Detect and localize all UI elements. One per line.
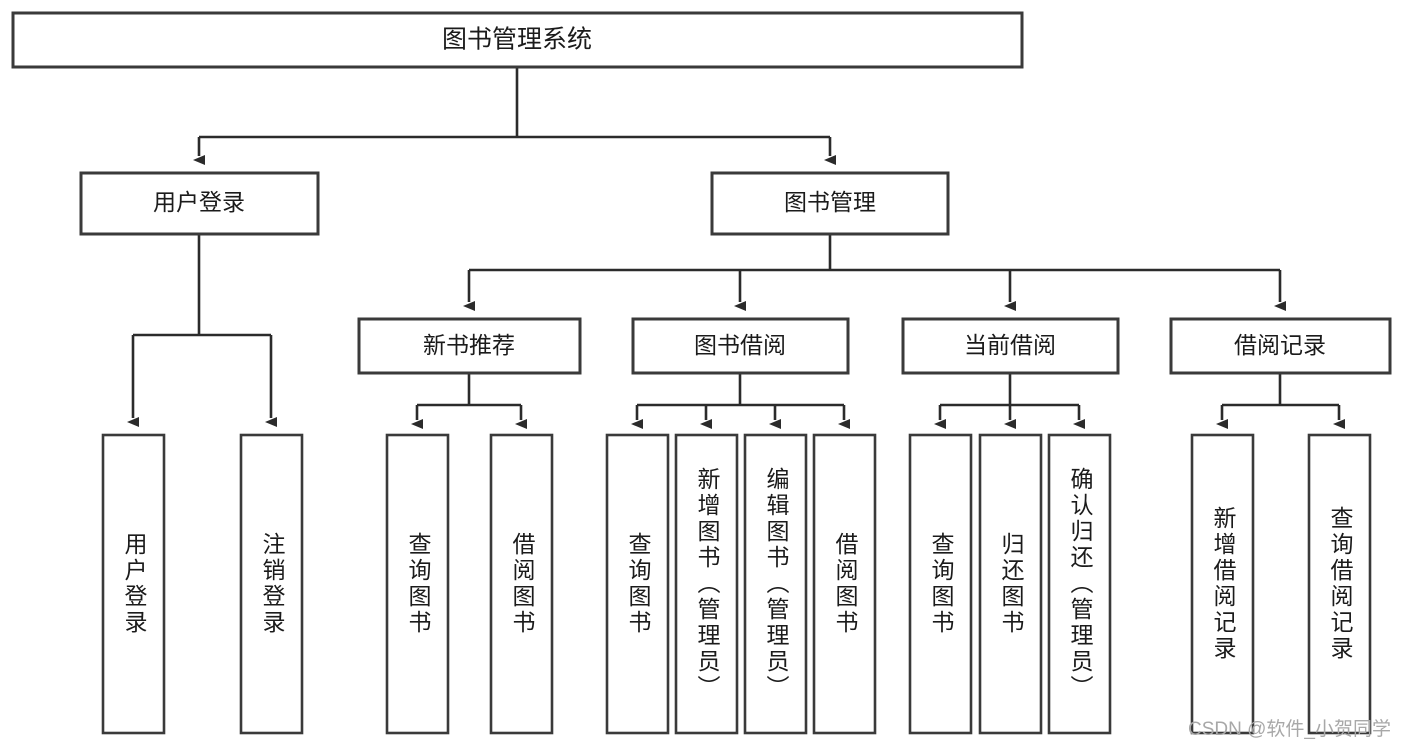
connector-group-book-borrow [631, 373, 850, 429]
connector-group-root [193, 67, 836, 165]
node-user-login-label: 用户登录 [153, 189, 245, 215]
node-borrow-record-label: 借阅记录 [1234, 332, 1326, 358]
node-leaf-return-book-box[interactable] [978, 433, 1043, 735]
csdn-watermark: CSDN @软件_小贺同学 [1188, 719, 1391, 740]
node-leaf-confirm-return-box[interactable] [1047, 433, 1112, 735]
node-current-borrow-label: 当前借阅 [964, 332, 1056, 358]
connector-group-borrow-record [1216, 373, 1345, 429]
connector-group-new-book-rec [411, 373, 527, 429]
node-leaf-add-book-box[interactable] [674, 433, 739, 735]
node-borrow-record-box[interactable] [1169, 317, 1392, 375]
node-current-borrow[interactable]: 当前借阅 [901, 317, 1120, 375]
node-root-label: 图书管理系统 [442, 26, 592, 54]
node-user-login-box[interactable] [79, 171, 320, 236]
node-root[interactable]: 图书管理系统 [11, 11, 1024, 69]
node-leaf-query-book-1-box[interactable] [385, 433, 450, 735]
node-leaf-query-book-3-box[interactable] [908, 433, 973, 735]
connector-group-user-login [127, 234, 277, 427]
connector-group-book-manage [463, 234, 1286, 311]
node-user-login[interactable]: 用户登录 [79, 171, 320, 236]
node-root-box[interactable] [11, 11, 1024, 69]
node-leaf-borrow-book-1-box[interactable] [489, 433, 554, 735]
connector-group-current-borrow [934, 373, 1085, 429]
node-leaf-query-book-2-box[interactable] [605, 433, 670, 735]
node-leaf-logout-box[interactable] [239, 433, 304, 735]
node-book-manage[interactable]: 图书管理 [710, 171, 950, 236]
node-current-borrow-box[interactable] [901, 317, 1120, 375]
node-book-manage-box[interactable] [710, 171, 950, 236]
node-borrow-record[interactable]: 借阅记录 [1169, 317, 1392, 375]
node-book-borrow[interactable]: 图书借阅 [631, 317, 850, 375]
node-book-manage-label: 图书管理 [784, 189, 876, 215]
node-leaf-user-login-box[interactable] [101, 433, 166, 735]
node-book-borrow-label: 图书借阅 [694, 332, 786, 358]
node-leaf-borrow-book-2-box[interactable] [812, 433, 877, 735]
node-leaf-query-record-box[interactable] [1307, 433, 1372, 735]
node-leaf-edit-book-box[interactable] [743, 433, 808, 735]
node-new-book-rec-box[interactable] [357, 317, 582, 375]
node-leaf-add-record-box[interactable] [1190, 433, 1255, 735]
node-new-book-rec-label: 新书推荐 [423, 332, 515, 358]
node-new-book-rec[interactable]: 新书推荐 [357, 317, 582, 375]
node-book-borrow-box[interactable] [631, 317, 850, 375]
